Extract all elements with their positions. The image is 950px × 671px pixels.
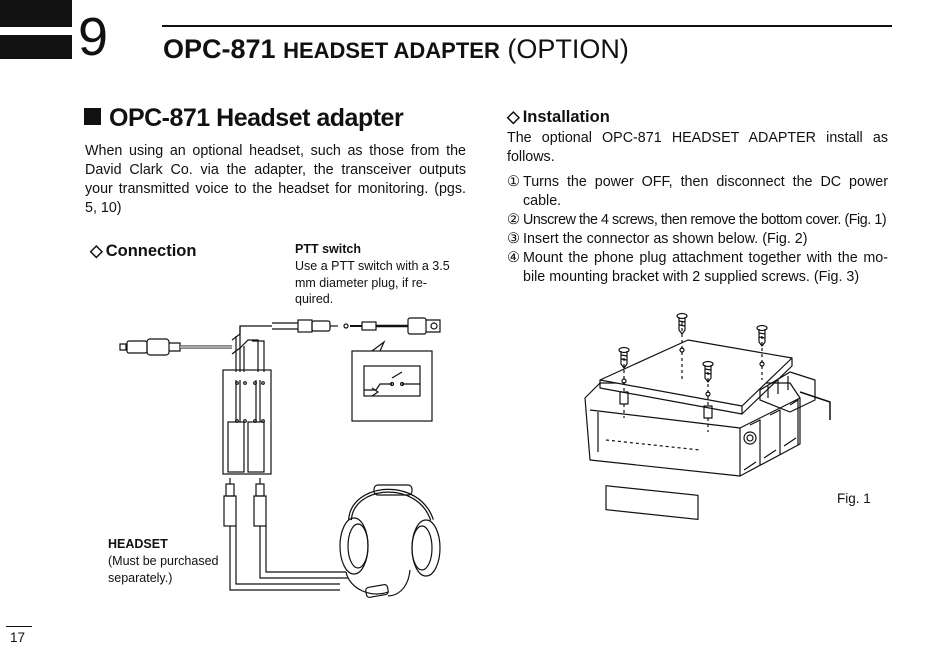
connection-heading-text: Connection xyxy=(105,242,197,260)
step-text: Unscrew the 4 screws, then remove the bo… xyxy=(523,212,887,228)
connection-heading: ◇Connection xyxy=(90,241,196,261)
diamond-outline-icon: ◇ xyxy=(507,108,520,126)
step-4: ④ Mount the phone plug attachment togeth… xyxy=(507,249,888,287)
section-title-text: OPC-871 Headset adapter xyxy=(109,104,404,132)
header-rule xyxy=(162,25,892,27)
step-text: Turns the power OFF, then disconnect the… xyxy=(523,174,888,209)
section-title: OPC-871 Headset adapter xyxy=(84,104,404,133)
intro-paragraph: When using an optional headset, such as … xyxy=(85,143,466,216)
chapter-tab-top xyxy=(0,0,72,27)
step-text: Mount the phone plug attachment together… xyxy=(523,250,888,285)
chapter-title-name: HEADSET ADAPTER xyxy=(283,38,500,63)
step-1: ① Turns the power OFF, then disconnect t… xyxy=(507,173,888,211)
installation-heading-text: Installation xyxy=(522,108,610,126)
step-2: ② Unscrew the 4 screws, then remove the … xyxy=(507,211,888,230)
diamond-outline-icon: ◇ xyxy=(90,242,103,260)
step-number: ④ xyxy=(507,250,520,266)
step-3: ③ Insert the connector as shown below. (… xyxy=(507,230,888,249)
step-text: Insert the connector as shown below. (Fi… xyxy=(523,231,808,247)
ptt-switch-description: Use a PTT switch with a 3.5 mm diameter … xyxy=(295,259,450,306)
figure-caption: Fig. 1 xyxy=(837,491,871,506)
step-number: ② xyxy=(507,212,520,228)
step-number: ③ xyxy=(507,231,520,247)
ptt-switch-title: PTT switch xyxy=(295,242,361,256)
chapter-title-option: (OPTION) xyxy=(507,34,629,64)
headset-title: HEADSET xyxy=(108,537,168,551)
step-number: ① xyxy=(507,174,520,190)
headset-description: (Must be purchased separately.) xyxy=(108,554,219,585)
page-number: 17 xyxy=(10,630,26,645)
installation-steps: ① Turns the power OFF, then disconnect t… xyxy=(507,173,888,287)
chapter-number: 9 xyxy=(78,7,109,67)
installation-intro: The optional OPC-871 HEADSET ADAPTER ins… xyxy=(507,130,888,165)
chapter-tab-bottom xyxy=(0,35,72,59)
filled-square-icon xyxy=(84,108,101,125)
chapter-title-model: OPC-871 xyxy=(163,34,276,64)
page-number-rule xyxy=(6,626,32,627)
chapter-title: OPC-871 HEADSET ADAPTER (OPTION) xyxy=(163,34,629,66)
installation-heading: ◇Installation xyxy=(507,107,610,127)
